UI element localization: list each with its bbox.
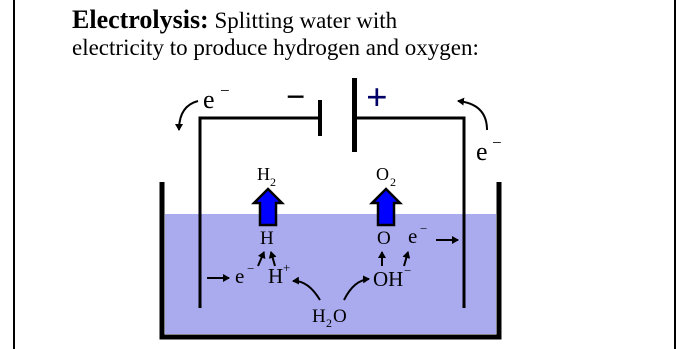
hydrogen-atom: H [260,228,274,249]
arrow-to-h-right [268,251,277,267]
battery-negative-plate [318,100,322,136]
o2-gas-symbol: O [376,164,389,184]
title-bold: Electrolysis: [72,5,209,34]
up-arrow-icon [368,187,404,227]
h2-gas-subscript: 2 [270,175,276,189]
h2-gas-symbol: H [257,164,270,184]
right-electrode-wire [357,116,466,308]
battery-minus-sign: − [286,79,305,116]
curved-arrow-icon [457,97,488,131]
o2-gas-subscript: 2 [390,175,396,189]
arrow-to-e-anode [402,251,411,267]
superscript-minus-top-right: − [492,133,502,152]
superscript-minus-cathode: − [247,261,254,276]
superscript-minus-top-left: − [220,81,230,100]
left-electrode-wire [198,116,320,308]
hydrogen-ion-charge: + [283,260,290,275]
title-rest: Splitting water with [214,8,398,33]
curved-arrow-icon [343,275,370,301]
arrow-to-h-left [257,251,266,267]
electron-label-top-right: e [476,137,488,166]
electron-label-anode: e [408,224,417,248]
superscript-minus-anode: − [420,221,427,236]
battery-positive-plate [352,78,357,152]
curved-arrow-icon [175,100,199,131]
oxygen-atom: O [377,228,391,249]
frame-left-border [13,0,15,349]
frame-right-border [674,0,676,349]
beaker [159,182,502,340]
electron-label-top-left: e [203,85,215,114]
title-line-1: Electrolysis: Splitting water with [72,6,397,35]
water-subscript: 2 [326,316,332,330]
hydrogen-ion: H [268,264,283,288]
curved-arrow-icon [292,276,321,301]
title-line-2: electricity to produce hydrogen and oxyg… [72,35,479,60]
water [165,214,496,334]
up-arrow-icon [250,187,286,227]
water-o: O [333,306,347,327]
water-h: H [312,306,326,327]
battery-plus-sign: + [366,77,388,119]
electron-label-cathode: e [235,264,244,288]
hydroxide-ion: OH [373,267,403,291]
hydroxide-ion-charge: − [404,263,411,278]
